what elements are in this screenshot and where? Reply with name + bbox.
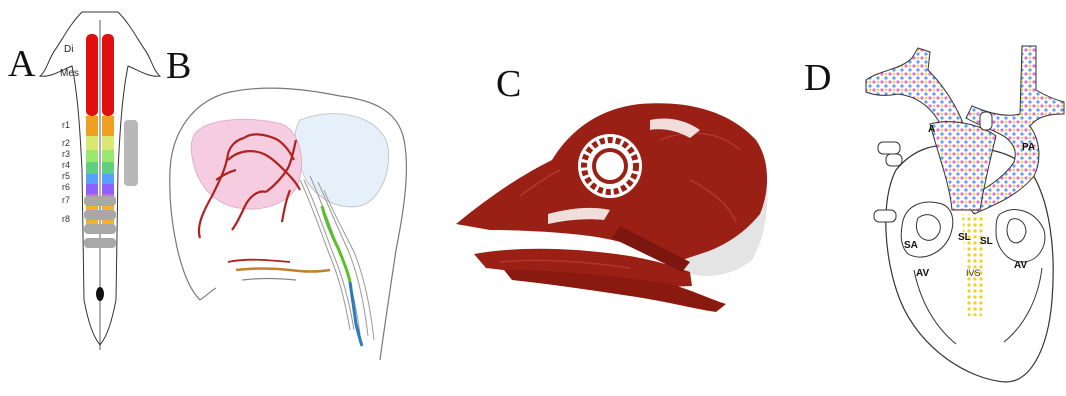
- rhombomere-label-r6: r6: [62, 182, 70, 192]
- septum-yellow: [962, 214, 986, 316]
- rhombomere-label-r5: r5: [62, 171, 70, 181]
- panel-c-label: C: [496, 63, 521, 105]
- panel-d-label: D: [804, 57, 831, 99]
- rhombomere-label-r3: r3: [62, 149, 70, 159]
- heart-label-av-left: AV: [916, 268, 929, 279]
- left-ventricle: [914, 270, 956, 344]
- pharyngeal-arch-stream: [236, 269, 330, 272]
- rhombomere-label-r7: r7: [62, 195, 70, 205]
- panel-d: D: [804, 46, 1064, 382]
- rhombomere-label-r4: r4: [62, 160, 70, 170]
- heart-label-ivs: IVS: [966, 268, 981, 278]
- heart-label-a: A: [928, 124, 935, 135]
- heart-label-sa: SA: [904, 240, 918, 251]
- region-label-mes: Mes: [60, 68, 79, 79]
- forebrain-region: [191, 119, 301, 209]
- orbit-ring: [578, 134, 642, 198]
- rhombomere-label-r2: r2: [62, 138, 70, 148]
- otic-vesicle-bar: [124, 120, 138, 186]
- panel-b: B: [166, 45, 406, 360]
- forebrain-midbrain-left: [86, 34, 98, 116]
- panel-a-label: A: [8, 43, 36, 85]
- heart-label-pa: PA: [1022, 142, 1035, 153]
- panel-c: C: [456, 63, 768, 312]
- region-label-di: Di: [64, 44, 73, 55]
- rhombomere-label-r1: r1: [62, 120, 70, 130]
- heart-label-av-right: AV: [1014, 260, 1027, 271]
- panel-a: A Di Mes r1 r: [8, 12, 160, 350]
- rhombomere-label-r8: r8: [62, 214, 70, 224]
- midbrain-region: [295, 114, 389, 207]
- panel-b-label: B: [166, 45, 191, 87]
- right-ventricle: [1004, 268, 1042, 342]
- heart-label-sl-right: SL: [980, 236, 993, 247]
- forebrain-midbrain-right: [102, 34, 114, 116]
- heart-label-sl-left: SL: [958, 232, 971, 243]
- right-atrium-chamber: [996, 210, 1045, 262]
